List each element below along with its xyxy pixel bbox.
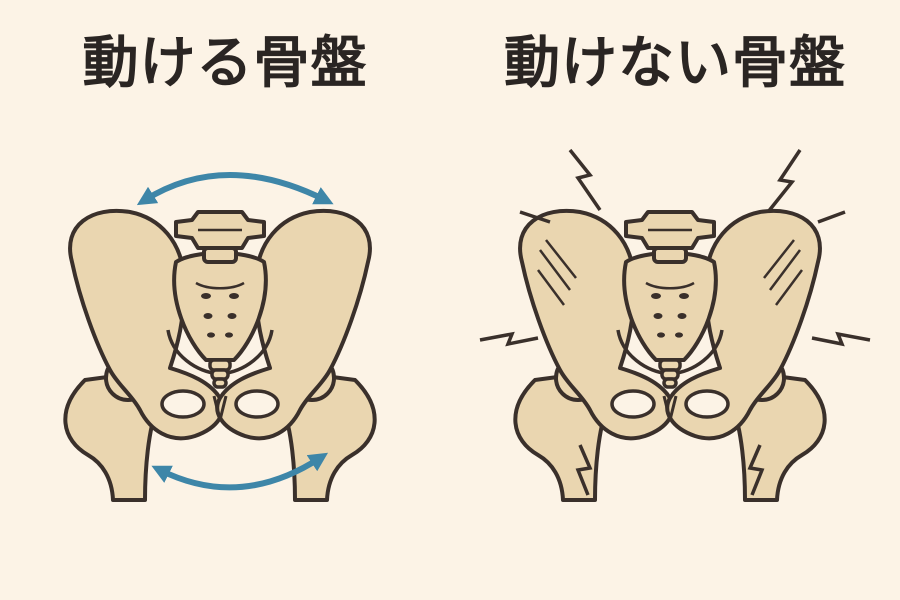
- pelvis-immobile: [479, 148, 871, 502]
- title-mobile-pelvis: 動ける骨盤: [82, 31, 368, 96]
- arrow-top: [136, 172, 334, 206]
- pelvis-mobile: [63, 172, 377, 502]
- title-immobile-pelvis: 動けない骨盤: [504, 31, 846, 96]
- arrow-bottom: [151, 452, 329, 491]
- pain-lightning: [479, 148, 871, 496]
